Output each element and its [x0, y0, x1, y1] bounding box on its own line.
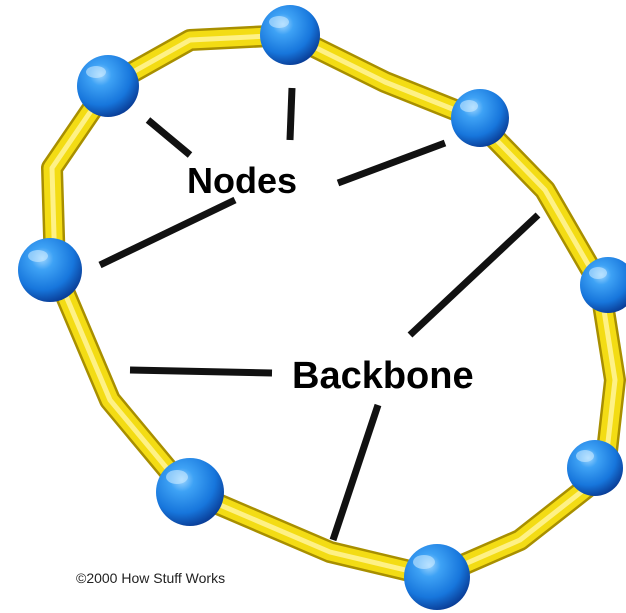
pointer-nodes-to-node-top-left: [148, 120, 190, 155]
node: [404, 544, 470, 610]
pointer-nodes-to-node-top-right: [338, 143, 445, 183]
node: [567, 440, 623, 496]
node: [18, 238, 82, 302]
node: [451, 89, 509, 147]
node: [77, 55, 139, 117]
pointer-backbone-to-ring-bottom: [333, 405, 378, 540]
node: [156, 458, 224, 526]
pointer-backbone-to-ring-left: [130, 370, 272, 373]
nodes-label: Nodes: [187, 160, 297, 201]
node: [260, 5, 320, 65]
backbone-label: Backbone: [292, 355, 474, 397]
copyright-notice: ©2000 How Stuff Works: [76, 570, 225, 586]
pointer-nodes-to-node-left: [100, 200, 235, 265]
pointer-backbone-to-ring-right: [410, 215, 538, 335]
pointer-nodes-to-node-top: [290, 88, 292, 140]
backbone-ring: [52, 35, 615, 577]
